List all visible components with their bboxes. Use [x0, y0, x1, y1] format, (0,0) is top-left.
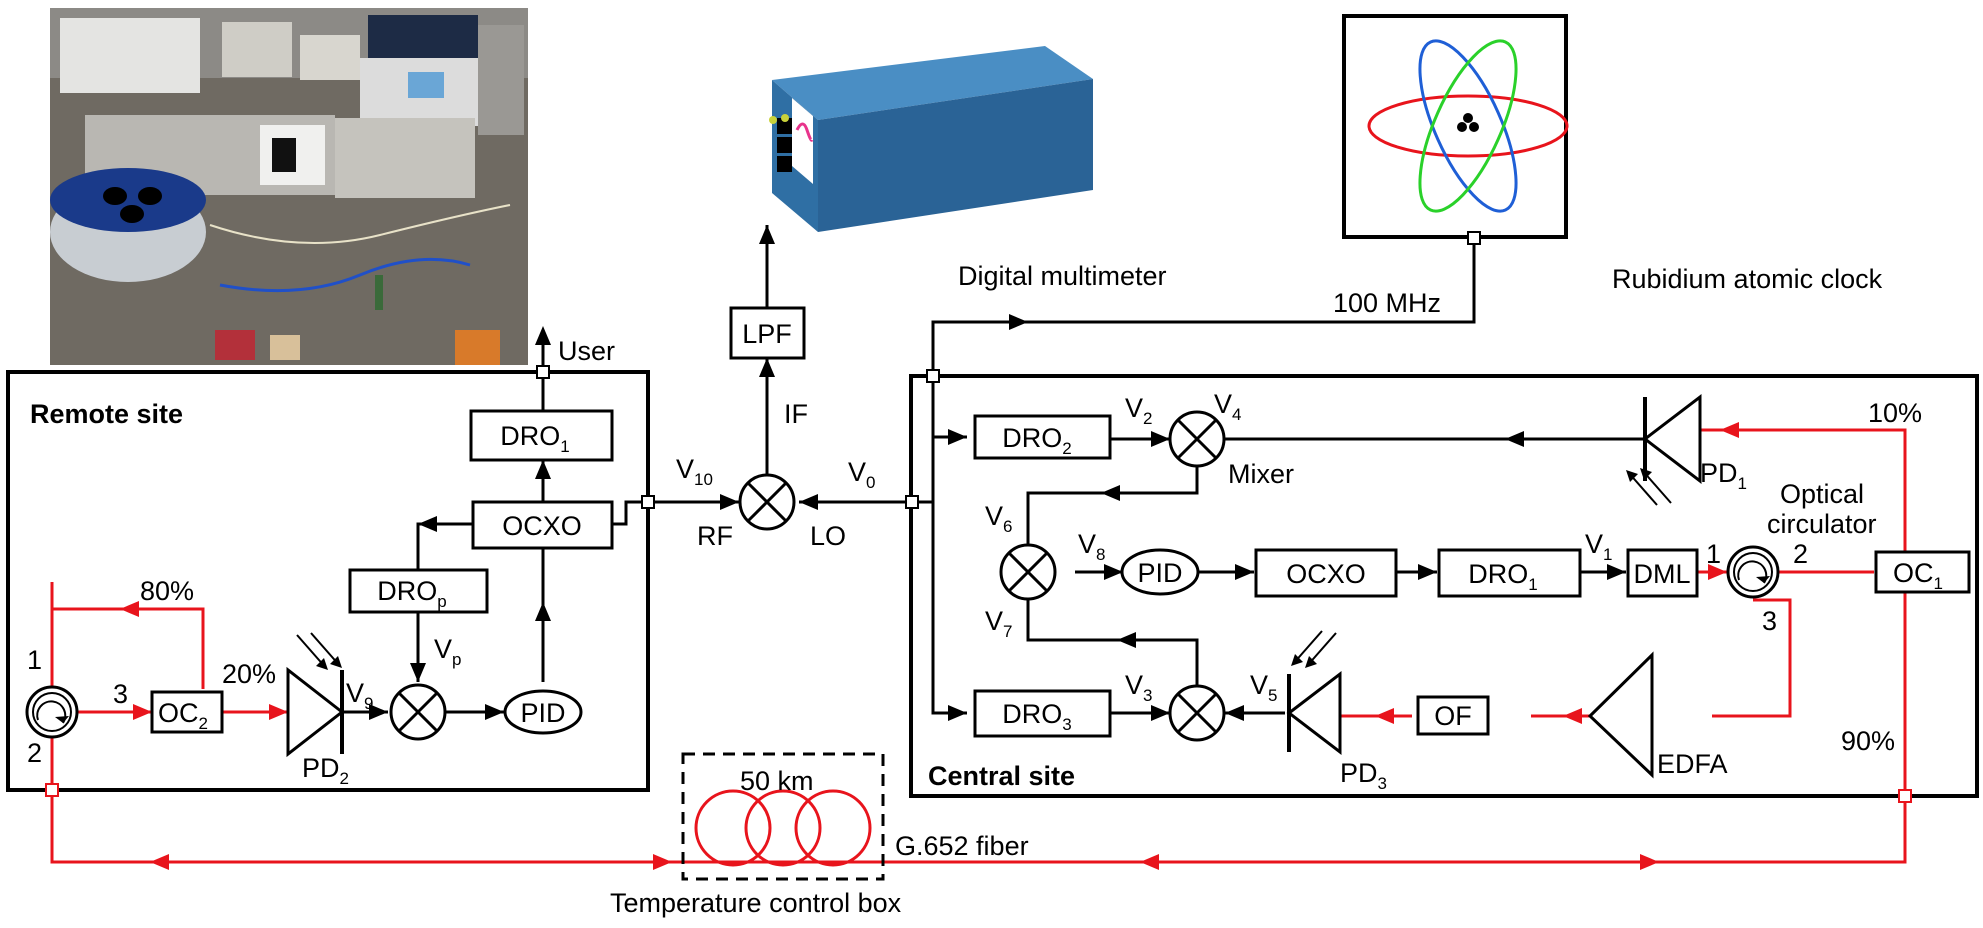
ocxo-remote-block [471, 500, 614, 550]
dro3-block [973, 689, 1112, 738]
photodiode-pd1 [1626, 393, 1702, 506]
signal-v7: V7 [985, 606, 1012, 641]
lpf-block [729, 306, 806, 360]
signal-v8: V8 [1078, 529, 1105, 564]
of-block [1416, 695, 1490, 736]
optical-circulator-central [1726, 545, 1780, 599]
mixer-label: Mixer [1228, 459, 1294, 489]
dro1-remote-block [469, 409, 614, 462]
user-label: User [558, 336, 615, 366]
spool-length-label: 50 km [740, 766, 814, 796]
digital-multimeter-label: Digital multimeter [958, 261, 1167, 291]
signal-v2: V2 [1125, 393, 1152, 428]
central-site-label: Central site [928, 761, 1075, 791]
dml-label: DML [1633, 559, 1690, 589]
signal-v5: V5 [1250, 670, 1277, 705]
signal-vp: Vp [434, 634, 461, 669]
temperature-control-box [681, 752, 885, 881]
atom-icon [1367, 39, 1569, 213]
signal-v9: V9 [346, 678, 373, 713]
signal-v4: V4 [1214, 389, 1241, 424]
pd1-label: PD1 [1700, 458, 1747, 493]
fiber-type-label: G.652 fiber [895, 831, 1029, 861]
remote-site-box [6, 370, 650, 792]
drop-remote-label: DROp [377, 576, 446, 611]
electrical-wires [342, 225, 1645, 715]
junction-markers [45, 231, 1912, 803]
split-80-label: 80% [140, 576, 194, 606]
mixer-middle [999, 543, 1057, 601]
if-label: IF [784, 399, 808, 429]
signal-v6: V6 [985, 501, 1012, 536]
mixer-lo-rf [738, 473, 796, 531]
edfa-label: EDFA [1657, 749, 1728, 779]
circ-port3-central: 3 [1762, 606, 1777, 636]
photodiode-pd2 [286, 632, 345, 758]
rubidium-clock-frame [1342, 14, 1568, 239]
pid-remote-block [503, 689, 583, 735]
split-90-label: 90% [1841, 726, 1895, 756]
of-label: OF [1434, 701, 1472, 731]
optical-circulator-remote [25, 685, 79, 739]
lpf-label: LPF [742, 319, 792, 349]
temperature-box-label: Temperature control box [610, 888, 902, 918]
signal-v10: V10 [676, 454, 713, 489]
circ-port1-central: 1 [1706, 539, 1721, 569]
edfa-amplifier [1587, 651, 1654, 779]
photodiode-pd3 [1286, 630, 1342, 756]
oc1-label: OC1 [1893, 558, 1943, 593]
mixer-bottom [1168, 684, 1226, 742]
circ-port1-remote: 1 [27, 645, 42, 675]
mixer-top [1168, 410, 1226, 468]
mixer-remote [389, 683, 447, 741]
ocxo-remote-label: OCXO [502, 511, 582, 541]
optical-circulator-label-2: circulator [1767, 509, 1877, 539]
arrowheads [120, 225, 1893, 870]
rubidium-clock-label: Rubidium atomic clock [1612, 264, 1883, 294]
oc2-label: OC2 [158, 698, 208, 733]
drop-remote-block [348, 568, 489, 614]
circ-port2-remote: 2 [27, 738, 42, 768]
split-20-label: 20% [222, 659, 276, 689]
freq-100mhz-label: 100 MHz [1333, 288, 1441, 318]
pid-central-label: PID [1137, 558, 1182, 588]
rf-label: RF [697, 521, 733, 551]
central-site-box [909, 374, 1979, 798]
digital-multimeter-icon [769, 46, 1093, 232]
pid-central-block [1120, 548, 1200, 596]
dro1-remote-label: DRO1 [500, 421, 569, 456]
pd2-label: PD2 [302, 753, 349, 788]
dro1-central-label: DRO1 [1468, 559, 1537, 594]
split-10-label: 10% [1868, 398, 1922, 428]
signal-v1: V1 [1585, 529, 1612, 564]
optical-circulator-label-1: Optical [1780, 479, 1864, 509]
oc1-block [1874, 550, 1971, 594]
fiber-spool-icon [694, 789, 872, 867]
ocxo-central-label: OCXO [1286, 559, 1366, 589]
circ-port3-remote: 3 [113, 679, 128, 709]
oc2-block [150, 690, 224, 734]
dro1-central-block [1437, 548, 1582, 598]
experimental-setup-photo [50, 8, 528, 365]
dml-block [1626, 548, 1699, 598]
pid-remote-label: PID [520, 698, 565, 728]
signal-v3: V3 [1125, 670, 1152, 705]
circ-port2-central: 2 [1793, 539, 1808, 569]
remote-site-label: Remote site [30, 399, 183, 429]
signal-v0: V0 [848, 457, 875, 492]
lo-label: LO [810, 521, 846, 551]
dro2-block [973, 414, 1112, 460]
dro3-label: DRO3 [1002, 699, 1071, 734]
pd3-label: PD3 [1340, 758, 1387, 793]
dro2-label: DRO2 [1002, 423, 1071, 458]
ocxo-central-block [1254, 548, 1398, 598]
